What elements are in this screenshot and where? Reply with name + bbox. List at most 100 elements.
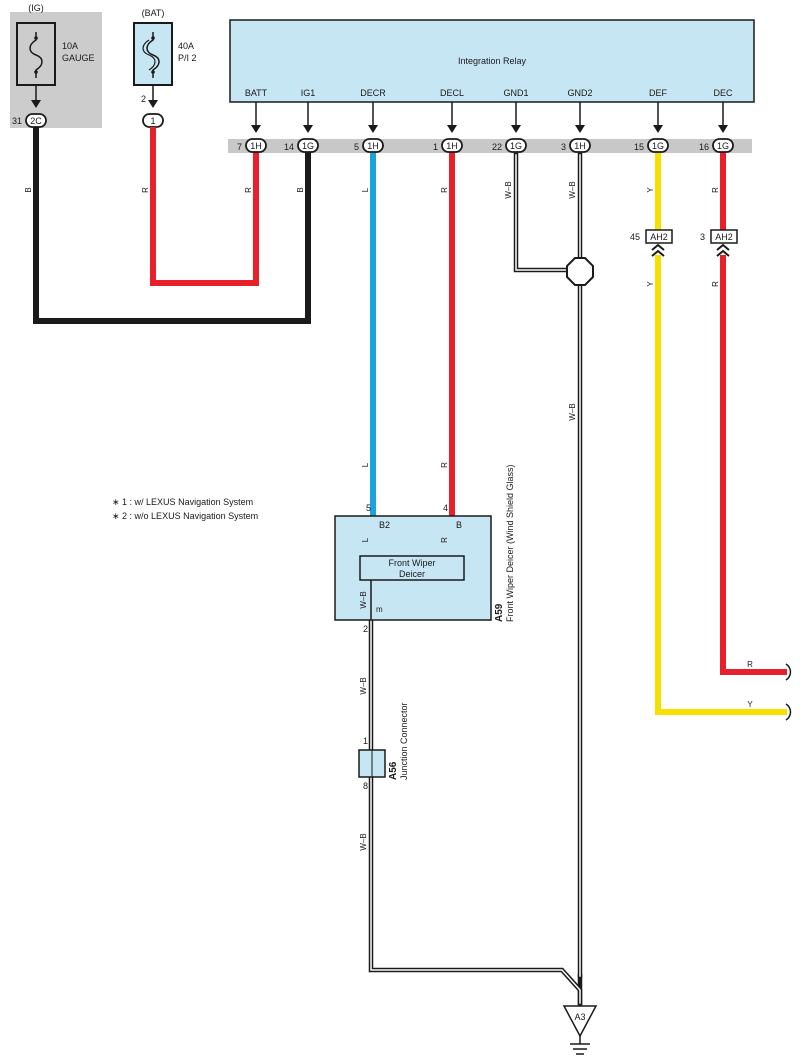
wire-red-dec-lower xyxy=(720,255,787,675)
svg-text:1H: 1H xyxy=(250,141,262,151)
svg-text:22: 22 xyxy=(492,142,502,152)
svg-text:1G: 1G xyxy=(652,141,664,151)
junction-pin-top: 1 xyxy=(363,736,368,746)
relay-terminal-decr: DECR 5 1H xyxy=(354,88,386,153)
svg-text:DEC: DEC xyxy=(713,88,733,98)
deicer-description: Front Wiper Deicer (Wind Shield Glass) xyxy=(505,464,515,622)
svg-text:R: R xyxy=(440,187,449,193)
svg-text:R: R xyxy=(440,462,449,468)
svg-text:1H: 1H xyxy=(367,141,379,151)
svg-text:Y: Y xyxy=(646,187,655,193)
connector-ah2-right-chevrons xyxy=(716,243,730,257)
svg-text:1H: 1H xyxy=(574,141,586,151)
fuse-ig: (IG) 10A GAUGE 31 2C xyxy=(10,3,102,128)
deicer-code: A59 xyxy=(494,603,505,622)
relay-terminal-gnd2: GND2 3 1H xyxy=(561,88,593,153)
deicer-inner-label-1: Front Wiper xyxy=(388,558,435,568)
connector-bus xyxy=(228,139,752,153)
svg-text:W–B: W–B xyxy=(359,833,368,850)
svg-text:DECL: DECL xyxy=(440,88,464,98)
svg-text:L: L xyxy=(361,462,370,467)
svg-text:W–B: W–B xyxy=(359,677,368,694)
svg-text:16: 16 xyxy=(699,142,709,152)
svg-text:R: R xyxy=(141,187,150,193)
wire-labels: B R R B L R W–B W–B Y R Y R W–B L R W–B … xyxy=(24,181,753,850)
relay-terminal-gnd1: GND1 22 1G xyxy=(492,88,529,153)
svg-text:5: 5 xyxy=(354,142,359,152)
svg-text:AH2: AH2 xyxy=(715,232,733,242)
svg-text:BATT: BATT xyxy=(245,88,268,98)
svg-text:R: R xyxy=(747,660,753,669)
svg-text:DECR: DECR xyxy=(360,88,386,98)
svg-text:B: B xyxy=(24,187,33,192)
wire-wb-gnd1 xyxy=(513,152,569,273)
svg-text:L: L xyxy=(361,537,370,542)
wire-end-red xyxy=(785,663,792,681)
fuse-bat-rating: 40A xyxy=(178,41,194,51)
svg-text:14: 14 xyxy=(284,142,294,152)
relay-terminal-batt: BATT 7 1H xyxy=(237,88,268,153)
svg-text:1G: 1G xyxy=(302,141,314,151)
junction-code: A56 xyxy=(388,761,399,780)
svg-text:3: 3 xyxy=(561,142,566,152)
svg-text:GND1: GND1 xyxy=(503,88,528,98)
notes: ∗ 1 : w/ LEXUS Navigation System ∗ 2 : w… xyxy=(112,497,258,521)
ground: A3 xyxy=(562,1005,598,1055)
svg-text:7: 7 xyxy=(237,142,242,152)
svg-text:W–B: W–B xyxy=(359,591,368,608)
fuse-ig-name: GAUGE xyxy=(62,53,95,63)
svg-text:Y: Y xyxy=(747,700,753,709)
connector-ah2-left: AH2 45 xyxy=(630,229,673,257)
fuse-bat-symbol xyxy=(142,39,156,71)
svg-text:B: B xyxy=(296,187,305,192)
fuse-bat-pin: 2 xyxy=(141,94,146,104)
ground-triangle xyxy=(562,1005,598,1038)
svg-text:GND2: GND2 xyxy=(567,88,592,98)
integration-relay-title: Integration Relay xyxy=(458,56,527,66)
wire-black-ig1 xyxy=(33,127,311,324)
fuse-bat: (BAT) 40A P/I 2 2 1 xyxy=(133,8,197,128)
relay-terminal-dec: DEC 16 1G xyxy=(699,88,734,153)
svg-text:1H: 1H xyxy=(446,141,458,151)
wire-yellow-def-lower xyxy=(655,255,787,715)
wire-wb-junction xyxy=(368,774,583,1006)
svg-text:1: 1 xyxy=(433,142,438,152)
svg-text:AH2: AH2 xyxy=(650,232,668,242)
relay-terminal-def: DEF 15 1G xyxy=(634,88,669,153)
integration-relay-box xyxy=(229,19,755,103)
deicer-term-right: B xyxy=(456,520,462,530)
fuse-bat-label: (BAT) xyxy=(142,8,165,18)
front-wiper-deicer: 5 4 B2 B L R Front Wiper Deicer m W–B 2 … xyxy=(334,464,515,634)
fuse-bat-arrow xyxy=(148,100,158,108)
deicer-term-left: B2 xyxy=(379,520,390,530)
relay-terminal-ig1: IG1 14 1G xyxy=(284,88,319,153)
svg-text:R: R xyxy=(711,187,720,193)
svg-text:45: 45 xyxy=(630,232,640,242)
integration-relay: Integration Relay xyxy=(229,19,755,103)
connector-ah2-right: AH2 3 xyxy=(700,229,738,257)
junction-description: Junction Connector xyxy=(399,702,409,780)
junction-pin-bottom: 8 xyxy=(363,781,368,791)
svg-text:DEF: DEF xyxy=(649,88,668,98)
splice-point xyxy=(566,257,594,286)
note-2: ∗ 2 : w/o LEXUS Navigation System xyxy=(112,511,258,521)
deicer-pin-left: 5 xyxy=(366,503,371,513)
ground-code: A3 xyxy=(574,1012,585,1022)
wire-end-yellow xyxy=(785,703,792,721)
svg-text:Y: Y xyxy=(646,281,655,287)
svg-text:3: 3 xyxy=(700,232,705,242)
svg-text:1G: 1G xyxy=(717,141,729,151)
deicer-inner-box xyxy=(359,555,465,581)
fuse-ig-symbol xyxy=(29,32,43,78)
fuse-bat-name: P/I 2 xyxy=(178,53,197,63)
deicer-pin-right: 4 xyxy=(443,503,448,513)
relay-terminal-decl: DECL 1 1H xyxy=(433,88,464,153)
wires xyxy=(33,127,787,1006)
fuse-bat-connector-label: 1 xyxy=(150,116,155,126)
svg-text:W–B: W–B xyxy=(568,403,577,420)
svg-text:R: R xyxy=(244,187,253,193)
relay-terminals: BATT 7 1H IG1 14 1G DECR 5 1H DECL xyxy=(237,88,734,153)
wire-red-batt xyxy=(150,127,259,286)
svg-text:15: 15 xyxy=(634,142,644,152)
